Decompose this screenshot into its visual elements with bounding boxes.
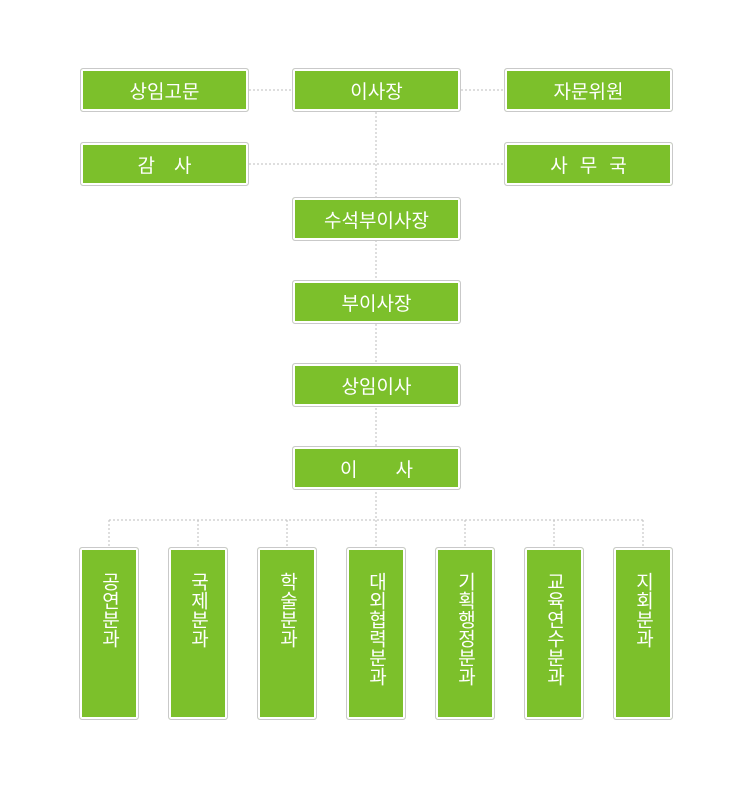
division-label: 지회분과 xyxy=(632,572,655,648)
division-label: 공연분과 xyxy=(98,572,121,648)
division-box: 지회분과 xyxy=(613,547,673,720)
vice-chairman-label: 부이사장 xyxy=(341,292,412,315)
division-box: 대외협력분과 xyxy=(346,547,406,720)
division-label: 국제분과 xyxy=(187,572,210,648)
consultant-box: 자문위원 xyxy=(504,68,673,112)
advisor-label: 상임고문 xyxy=(129,80,200,103)
director-box: 이 사 xyxy=(292,446,461,490)
division-box: 교육연수분과 xyxy=(524,547,584,720)
secretariat-box: 사 무 국 xyxy=(504,142,673,186)
vice-chairman-box: 부이사장 xyxy=(292,280,461,324)
division-box: 국제분과 xyxy=(168,547,228,720)
division-box: 기획행정분과 xyxy=(435,547,495,720)
chairman-label: 이사장 xyxy=(350,80,403,103)
division-label: 대외협력분과 xyxy=(365,572,388,686)
senior-vice-chairman-label: 수석부이사장 xyxy=(324,209,429,232)
consultant-label: 자문위원 xyxy=(553,80,624,103)
senior-vice-chairman-box: 수석부이사장 xyxy=(292,197,461,241)
advisor-box: 상임고문 xyxy=(80,68,249,112)
chairman-box: 이사장 xyxy=(292,68,461,112)
secretariat-label: 사 무 국 xyxy=(550,154,627,177)
division-label: 기획행정분과 xyxy=(454,572,477,686)
division-box: 학술분과 xyxy=(257,547,317,720)
auditor-label: 감 사 xyxy=(137,154,192,177)
standing-director-label: 상임이사 xyxy=(341,375,412,398)
division-box: 공연분과 xyxy=(79,547,139,720)
standing-director-box: 상임이사 xyxy=(292,363,461,407)
director-label: 이 사 xyxy=(340,458,413,481)
auditor-box: 감 사 xyxy=(80,142,249,186)
division-label: 교육연수분과 xyxy=(543,572,566,686)
division-label: 학술분과 xyxy=(276,572,299,648)
